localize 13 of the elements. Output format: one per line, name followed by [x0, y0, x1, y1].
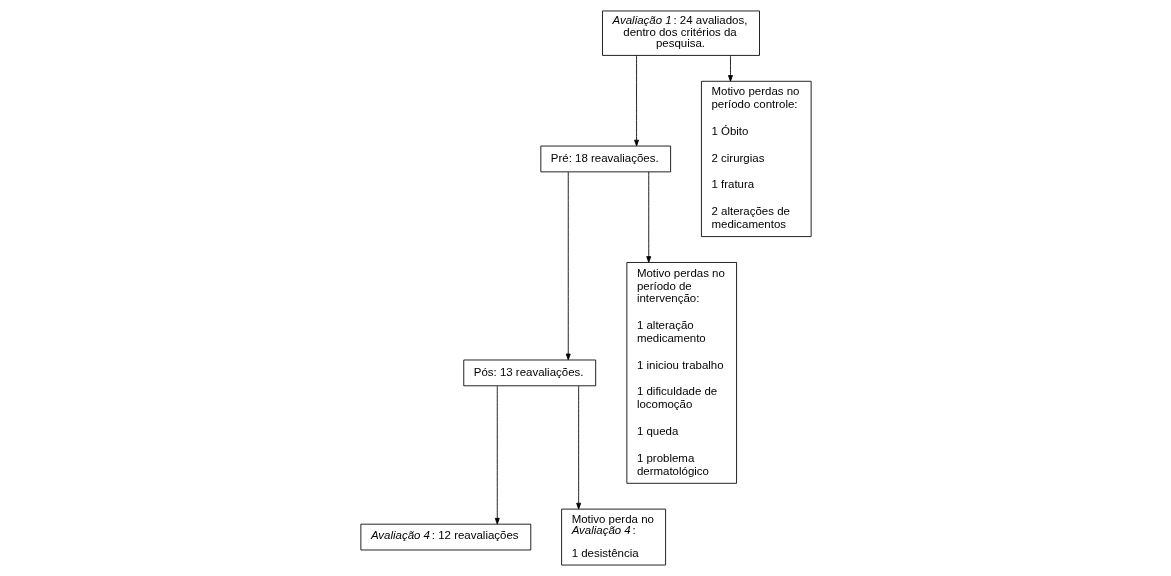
node-box: Motivo perdas no período de intervenção: 1 alteração medicamento 1 iniciou trabalho 1 dificuldade de locomoção 1 queda 1 problema dermatológico [625, 262, 737, 484]
arrow [494, 385, 500, 525]
node-box: Motivo perdas no período controle: 1 Óbito 2 cirurgias 1 fratura 2 alterações de medicamentos [700, 80, 812, 237]
node-box: Pós: 13 reavaliações. [462, 359, 596, 387]
arrow [727, 55, 733, 82]
arrow [633, 55, 639, 147]
arrow [575, 385, 581, 510]
arrow [565, 171, 571, 361]
node-box: Motivo perda no Avaliação 4: 1 desistência [560, 508, 666, 566]
node-box: Avaliação 1: 24 avaliados, dentro dos critérios da pesquisa. [601, 10, 760, 56]
arrow [645, 171, 651, 263]
node-box: Avaliação 4: 12 reavaliações [359, 523, 531, 551]
node-box: Pré: 18 reavaliações. [539, 145, 671, 173]
